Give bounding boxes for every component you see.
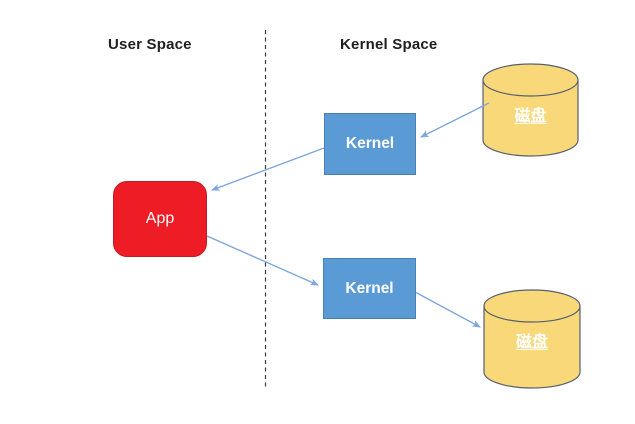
- kernel-space-label: Kernel Space: [340, 36, 438, 53]
- arrow-kernel-to-app-read: [211, 147, 325, 191]
- arrow-app-to-kernel-write: [206, 235, 319, 286]
- disk-top-cylinder: [482, 63, 579, 157]
- app-node-label: App: [145, 210, 175, 227]
- kernel-top-node: Kernel: [324, 113, 416, 175]
- app-node: App: [113, 181, 207, 257]
- arrow-disk-to-kernel-read: [420, 102, 490, 138]
- kernel-top-node-label: Kernel: [345, 135, 395, 152]
- user-space-label: User Space: [108, 36, 192, 53]
- kernel-bottom-node-label: Kernel: [345, 279, 394, 297]
- kernel-bottom-node: Kernel: [323, 258, 416, 319]
- disk-top-label: 磁盘: [514, 108, 547, 125]
- disk-bottom-label: 磁盘: [515, 334, 548, 351]
- disk-bottom-cylinder: [483, 289, 581, 389]
- arrow-kernel-to-disk-write: [414, 291, 481, 328]
